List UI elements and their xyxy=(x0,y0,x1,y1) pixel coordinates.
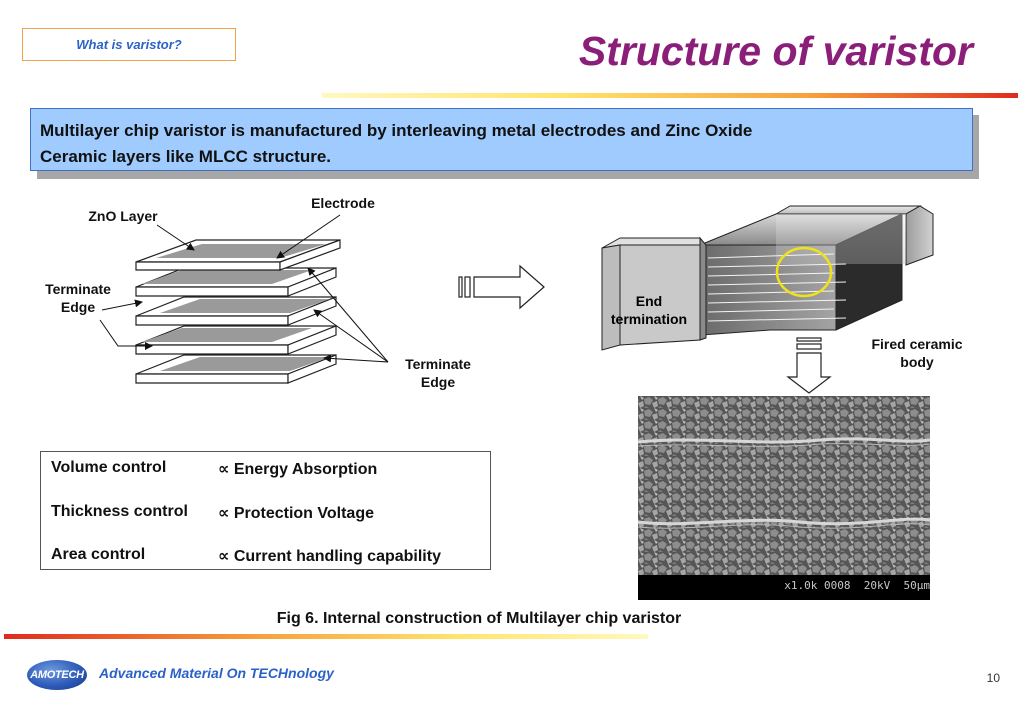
intro-callout: Multilayer chip varistor is manufactured… xyxy=(30,108,973,171)
company-tagline: Advanced Material On TECHnology xyxy=(99,665,334,681)
property-relation: ∝ Energy Absorption xyxy=(218,461,378,478)
title-divider xyxy=(322,93,1018,98)
page-title: Structure of varistor xyxy=(578,28,973,74)
left-terminate-edge-label: Terminate Edge xyxy=(45,281,111,315)
callout-line-1: Multilayer chip varistor is manufactured… xyxy=(40,121,753,140)
page-number: 10 xyxy=(986,671,1000,685)
fired-ceramic-body-label: Fired ceramic body xyxy=(871,336,963,370)
footer-divider xyxy=(4,634,648,639)
transform-arrow-icon xyxy=(458,264,545,310)
ceramic-layer-top xyxy=(135,239,341,271)
ceramic-layer xyxy=(135,325,337,355)
ceramic-layer xyxy=(135,296,337,326)
property-control: Volume control xyxy=(51,459,167,476)
down-arrow-icon xyxy=(786,337,832,394)
ceramic-layer xyxy=(135,354,337,384)
ceramic-layer xyxy=(135,267,337,297)
callout-line-2: Ceramic layers like MLCC structure. xyxy=(40,147,332,166)
section-nav-button[interactable]: What is varistor? xyxy=(22,28,236,61)
right-terminate-edge-label: Terminate Edge xyxy=(405,356,471,390)
layer-stack xyxy=(135,239,341,384)
chip-varistor xyxy=(601,205,934,351)
properties-box: Volume control ∝ Energy Absorption Thick… xyxy=(40,451,491,570)
property-control: Area control xyxy=(51,546,146,563)
electrode-label: Electrode xyxy=(311,195,375,211)
end-termination-label: End termination xyxy=(610,293,688,327)
property-relation: ∝ Protection Voltage xyxy=(218,505,374,522)
sem-scale-caption: x1.0k 0008 20kV 50µm xyxy=(784,579,930,592)
zno-layer-label: ZnO Layer xyxy=(88,208,158,224)
amotech-logo: AMOTECH xyxy=(27,660,87,690)
property-control: Thickness control xyxy=(51,503,188,520)
highlight-circle xyxy=(775,246,833,298)
sem-micrograph xyxy=(637,396,931,576)
property-relation: ∝ Current handling capability xyxy=(218,548,441,565)
sem-info-bar xyxy=(638,575,930,600)
layer-leader-lines xyxy=(99,214,389,363)
section-nav-label: What is varistor? xyxy=(76,37,182,52)
figure-caption: Fig 6. Internal construction of Multilay… xyxy=(276,610,682,627)
